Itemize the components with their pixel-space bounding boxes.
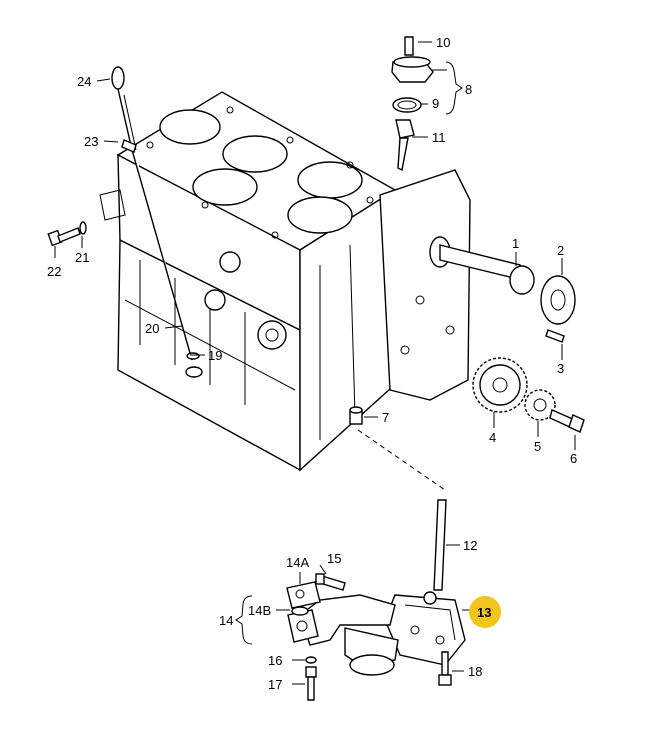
callout-24: 24 (77, 74, 91, 89)
bolt-17 (305, 666, 317, 701)
bushing-7 (349, 406, 363, 425)
callout-4: 4 (489, 430, 496, 445)
o-ring-14b (291, 606, 309, 616)
sprocket-5 (524, 389, 556, 421)
engine-block (99, 91, 471, 472)
callout-17: 17 (268, 677, 282, 692)
callout-14a: 14A (286, 555, 309, 570)
callout-1: 1 (512, 236, 519, 251)
callout-14: 14 (219, 613, 233, 628)
callout-8: 8 (465, 82, 472, 97)
callout-20: 20 (145, 321, 159, 336)
gasket-14a (286, 581, 321, 609)
sprocket-4 (472, 357, 528, 413)
oil-filler-cap (391, 36, 434, 172)
washer-16 (305, 656, 317, 664)
alignment-line (357, 429, 446, 491)
dipstick-assembly (111, 66, 203, 378)
flange-2 (540, 275, 576, 325)
highlight-marker (469, 596, 501, 628)
callout-21: 21 (75, 250, 89, 265)
bolt-15 (315, 573, 346, 591)
callout-19: 19 (208, 348, 222, 363)
callout-13: 13 (477, 605, 491, 620)
callout-3: 3 (557, 361, 564, 376)
callout-22: 22 (47, 264, 61, 279)
callout-10: 10 (436, 35, 450, 50)
callout-5: 5 (534, 439, 541, 454)
intermediate-shaft (429, 236, 535, 295)
callout-12: 12 (463, 538, 477, 553)
callout-11: 11 (432, 130, 446, 145)
bolt-18 (438, 651, 452, 686)
suction-pipe-14 (287, 594, 399, 676)
callout-15: 15 (327, 551, 341, 566)
callout-16: 16 (268, 653, 282, 668)
callout-labels: 10 8 9 11 1 2 3 4 5 6 7 12 13 14 14A 14B… (47, 35, 577, 692)
callout-9: 9 (432, 96, 439, 111)
callout-6: 6 (570, 451, 577, 466)
bolt-3 (545, 329, 565, 343)
callout-2: 2 (557, 243, 564, 258)
callout-14b: 14B (248, 603, 271, 618)
callout-18: 18 (468, 664, 482, 679)
oil-pump-13 (384, 591, 466, 666)
bolt-22 (47, 221, 87, 247)
callout-23: 23 (84, 134, 98, 149)
bolt-6 (549, 409, 585, 433)
drive-shaft-12 (433, 499, 447, 591)
callout-7: 7 (382, 410, 389, 425)
